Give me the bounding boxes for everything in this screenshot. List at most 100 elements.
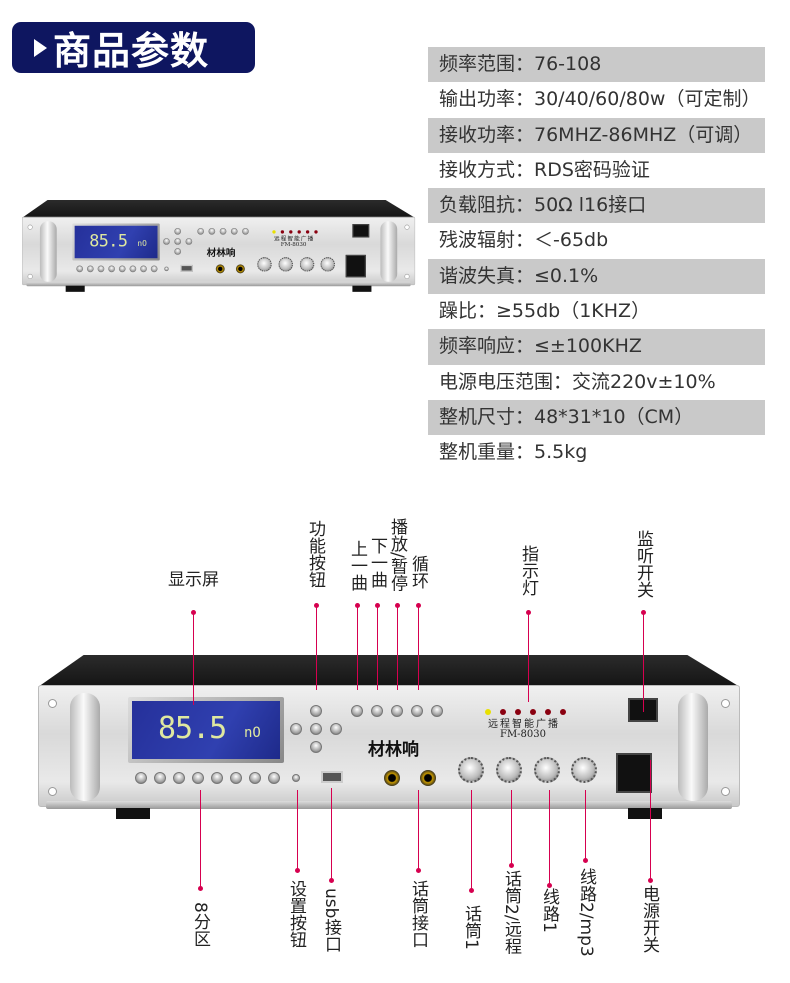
zone-button[interactable] xyxy=(268,772,280,784)
power-led xyxy=(272,230,276,234)
function-button[interactable] xyxy=(174,238,182,245)
line1-knob[interactable] xyxy=(299,257,315,272)
callout-play-pause: 播放/暂停 xyxy=(387,518,407,592)
function-button[interactable] xyxy=(310,723,322,735)
prev-track-button[interactable] xyxy=(351,705,363,717)
spec-row: 电源电压范围：交流220v±10% xyxy=(439,370,716,393)
indicator-led xyxy=(500,709,506,715)
zone-button[interactable] xyxy=(154,772,166,784)
function-button[interactable] xyxy=(310,705,322,717)
callout-loop: 循环 xyxy=(408,555,428,589)
callout-line1: 线路1 xyxy=(539,888,559,933)
left-handle xyxy=(70,693,100,801)
zone-button[interactable] xyxy=(140,265,147,273)
zone-button[interactable] xyxy=(129,265,137,273)
mic-jack[interactable] xyxy=(215,264,225,274)
function-button[interactable] xyxy=(330,723,342,735)
lcd-frequency: 85.5 xyxy=(89,231,128,251)
function-button[interactable] xyxy=(290,723,302,735)
callout-line2-mp3: 线路2/mp3 xyxy=(576,868,596,957)
callout-prev-track: 上一曲 xyxy=(347,540,367,591)
function-button[interactable] xyxy=(174,228,182,235)
amplifier-thumbnail: 85.5 nO 远程智能广播 FM-8030 材林响 xyxy=(22,200,416,295)
function-button[interactable] xyxy=(185,238,193,245)
mic-jack[interactable] xyxy=(420,770,436,786)
device-base xyxy=(26,281,411,287)
power-switch[interactable] xyxy=(616,753,652,793)
callout-power-switch: 电源开关 xyxy=(639,885,659,953)
line2-knob[interactable] xyxy=(571,757,597,783)
spec-row: 躁比：≥55db（1KHZ） xyxy=(439,300,651,323)
power-switch[interactable] xyxy=(345,254,366,278)
function-button[interactable] xyxy=(310,741,322,753)
zone-button[interactable] xyxy=(76,265,84,273)
usb-port[interactable] xyxy=(321,771,343,783)
zone-button[interactable] xyxy=(192,772,204,784)
mount-hole xyxy=(48,787,57,796)
indicator-led xyxy=(289,230,293,234)
prev-track-button[interactable] xyxy=(197,228,204,235)
spec-row: 残波辐射：＜-65db xyxy=(439,229,609,252)
callout-next-track: 下一曲 xyxy=(367,537,387,588)
mode-button[interactable] xyxy=(431,705,443,717)
amplifier-thumbnail-device: 85.5 nO 远程智能广播 FM-8030 材林响 xyxy=(22,200,416,292)
usb-port[interactable] xyxy=(180,264,193,272)
indicator-led xyxy=(515,709,521,715)
amplifier-device-image: 85.5 nO 远程智能广播 FM-8030 材林响 xyxy=(38,655,740,820)
mode-button[interactable] xyxy=(242,228,249,235)
zone-button[interactable] xyxy=(173,772,185,784)
mic2-knob[interactable] xyxy=(496,757,522,783)
spec-row: 接收方式：RDS密码验证 xyxy=(439,158,650,181)
zone-button[interactable] xyxy=(135,772,147,784)
zone-button[interactable] xyxy=(249,772,261,784)
indicator-led xyxy=(560,709,566,715)
zone-button[interactable] xyxy=(211,772,223,784)
indicator-led xyxy=(545,709,551,715)
play-pause-button[interactable] xyxy=(219,228,227,235)
section-title-badge: 商品参数 xyxy=(12,22,255,73)
lcd-frequency: 85.5 xyxy=(158,711,227,746)
callout-zones: 8分区 xyxy=(190,902,210,947)
function-button[interactable] xyxy=(174,248,182,255)
loop-button[interactable] xyxy=(411,705,423,717)
spec-row: 接收功率：76MHZ-86MHZ（可调） xyxy=(428,117,765,153)
brand-logo: 材林响 xyxy=(368,740,419,760)
line1-knob[interactable] xyxy=(534,757,560,783)
function-button[interactable] xyxy=(163,238,170,245)
mount-hole xyxy=(27,224,33,230)
play-pause-button[interactable] xyxy=(391,705,403,717)
line2-knob[interactable] xyxy=(320,257,336,272)
device-foot xyxy=(116,808,150,819)
zone-button[interactable] xyxy=(86,265,94,273)
mic-jack[interactable] xyxy=(384,770,400,786)
device-model: FM-8030 xyxy=(500,729,547,740)
spec-row: 整机重量：5.5kg xyxy=(439,441,588,464)
device-base xyxy=(46,801,732,809)
monitor-switch[interactable] xyxy=(352,224,370,238)
callout-indicator: 指示灯 xyxy=(518,545,538,596)
device-name: 远程智能广播 xyxy=(488,719,560,730)
mic1-knob[interactable] xyxy=(257,257,272,272)
zone-button[interactable] xyxy=(230,772,242,784)
left-handle xyxy=(39,221,57,282)
indicator-led xyxy=(280,230,285,234)
callout-display: 显示屏 xyxy=(168,570,219,590)
loop-button[interactable] xyxy=(230,228,238,235)
mount-hole xyxy=(404,273,410,279)
zone-button[interactable] xyxy=(108,265,115,273)
zone-button[interactable] xyxy=(118,265,126,273)
mic2-knob[interactable] xyxy=(278,257,294,272)
spec-row: 频率响应：≤±100KHZ xyxy=(428,329,765,365)
play-arrow-icon xyxy=(34,38,47,57)
zone-button[interactable] xyxy=(97,265,105,273)
spec-row: 负载阻抗：50Ω l16接口 xyxy=(428,188,765,224)
next-track-button[interactable] xyxy=(371,705,383,717)
next-track-button[interactable] xyxy=(208,228,216,235)
device-lid xyxy=(38,655,740,687)
mic1-knob[interactable] xyxy=(458,757,484,783)
mic-jack[interactable] xyxy=(235,264,245,274)
brand-logo: 材林响 xyxy=(206,247,236,259)
zone-button[interactable] xyxy=(150,265,158,273)
settings-button[interactable] xyxy=(292,774,300,782)
settings-button[interactable] xyxy=(164,266,169,272)
